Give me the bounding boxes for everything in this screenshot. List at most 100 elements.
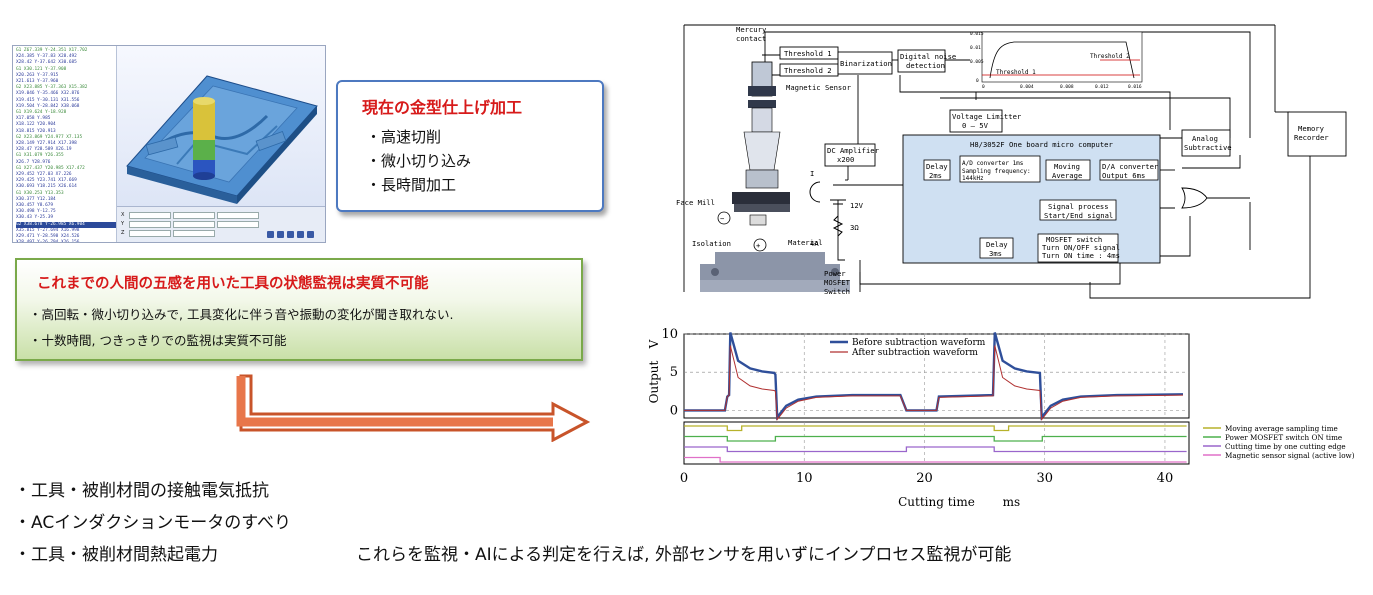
delay3-box-2: 3ms	[989, 249, 1002, 258]
isolation-label: Isolation	[692, 239, 731, 248]
panel-field[interactable]	[129, 230, 171, 237]
x-axis-unit: ms	[1003, 495, 1021, 509]
microcomputer-title: H8/3052F One board micro computer	[970, 140, 1113, 149]
signal-process-box-2: Start/End signal	[1044, 211, 1113, 220]
svg-text:+: +	[756, 241, 761, 250]
ad-converter-box-1: A/D converter 1ms	[962, 160, 1024, 167]
mosfet-switch-box-2: Turn ON/OFF signal	[1042, 243, 1120, 252]
inset-xtick-0: 0	[982, 84, 985, 90]
play-button[interactable]	[267, 231, 274, 238]
digital-signal-line	[684, 435, 1187, 442]
da-converter-box-1: D/A converter	[1102, 162, 1159, 171]
end-button[interactable]	[307, 231, 314, 238]
cam-3d-view	[117, 46, 325, 206]
x-axis-label: Cutting time	[898, 495, 975, 509]
flow-arrow	[236, 374, 591, 442]
method-motor-slip: ・ACインダクションモータのすべり	[14, 513, 292, 533]
inset-xtick-3: 0.012	[1095, 84, 1109, 90]
gcode-line: X30.43 Y-25.39	[16, 215, 54, 221]
y-tick-label: 10	[661, 327, 678, 342]
power-mosfet-label-2: MOSFET	[824, 278, 851, 287]
magnetic-sensor-label: Magnetic Sensor	[786, 83, 852, 92]
panel-field[interactable]	[129, 212, 171, 219]
gcode-line: X29.452 Y27.03 X7.226	[16, 172, 72, 178]
ad-converter-box-2: Sampling frequency:	[962, 168, 1031, 175]
gcode-line: X19.415 Y-30.131 X31.556	[16, 97, 80, 103]
gcode-line: G1 Z67.339 Y-24.351 X17.702	[16, 48, 88, 53]
gcode-line: X18.122 Y20.904	[16, 122, 56, 128]
current-item-long-time: ・長時間加工	[366, 176, 457, 194]
delay3-box-1: Delay	[986, 240, 1008, 249]
face-mill-label: Face Mill	[676, 198, 715, 207]
mosfet-switch-box-3: Turn ON time : 4ms	[1042, 251, 1120, 260]
circuit-diagram: + − Mercury contact Magnetic Sensor Face…	[676, 24, 1347, 299]
mercury-contact-label-2: contact	[736, 34, 766, 43]
legend-label: Before subtraction waveform	[852, 338, 986, 348]
gcode-line: X26.7 Y28.976	[16, 159, 51, 165]
x-tick-label: 40	[1157, 471, 1174, 486]
panel-axis-y: Y	[121, 221, 125, 227]
gcode-line: X30.693 Y18.215 X26.614	[16, 184, 77, 190]
digital-legend-label: Moving average sampling time	[1225, 424, 1338, 433]
gcode-line: G2 X23.885 Y-37.363 X15.382	[16, 85, 88, 91]
x-tick-label: 20	[916, 471, 933, 486]
gcode-line: X28.497 Y-26.794 X26.156	[16, 240, 116, 242]
digital-signal-line	[684, 446, 1187, 453]
current-item-small-depth: ・微小切り込み	[366, 152, 472, 170]
mercury-contact-label-1: Mercury	[736, 25, 767, 34]
battery-resistor-symbols	[809, 181, 846, 237]
current-i-label: I	[810, 169, 814, 178]
panel-axis-z: Z	[121, 230, 125, 236]
problem-box: これまでの人間の五感を用いた工具の状態監視は実質不可能 ・高回転・微小切り込みで…	[15, 258, 583, 361]
digital-signal-line	[684, 456, 1187, 463]
gcode-line: G1 X19.624 Y-18.928	[16, 110, 67, 116]
current-4a-label: 4A	[810, 239, 819, 248]
power-mosfet-label-1: Power	[824, 269, 846, 278]
panel-field[interactable]	[217, 221, 259, 228]
gcode-line: X17.058 Y.985	[16, 116, 51, 122]
inset-ytick-0: 0.015	[970, 31, 984, 37]
gcode-line: X29.425 Y23.741 X17.669	[16, 178, 77, 184]
current-item-high-speed: ・高速切削	[366, 128, 442, 146]
gcode-line: X19.504 Y-28.842 X38.068	[16, 103, 80, 109]
analog-subtractive-box-2: Subtractive	[1184, 143, 1232, 152]
gcode-line: X21.613 Y-37.960	[16, 79, 59, 85]
svg-text:−: −	[720, 214, 725, 223]
panel-field[interactable]	[173, 212, 215, 219]
mosfet-switch-box-1: MOSFET switch	[1046, 235, 1102, 244]
gcode-line: G1 X31.079 Y26.355	[16, 153, 64, 159]
step-button[interactable]	[287, 231, 294, 238]
power-mosfet-label-3: Switch	[824, 287, 850, 296]
voltage-limiter-box-2: 0 – 5V	[962, 121, 989, 130]
panel-field[interactable]	[173, 230, 215, 237]
stop-button[interactable]	[297, 231, 304, 238]
resistor-3ohm-label: 3Ω	[850, 223, 859, 232]
pause-button[interactable]	[277, 231, 284, 238]
gcode-line: X28.47 Y28.589 X26.19	[16, 147, 72, 153]
gcode-line: G2 X38.678 Y-26.985 X6.904	[16, 221, 116, 228]
digital-legend-label: Power MOSFET switch ON time	[1225, 433, 1342, 442]
panel-field[interactable]	[173, 221, 215, 228]
analog-subtractive-box-1: Analog	[1192, 134, 1218, 143]
digital-legend-label: Cutting time by one cutting edge	[1225, 442, 1346, 451]
panel-field[interactable]	[217, 212, 259, 219]
threshold1-box: Threshold 1	[784, 49, 832, 58]
moving-average-box-1: Moving	[1054, 162, 1080, 171]
inset-threshold2: Threshold 2	[1090, 53, 1130, 60]
voltage-limiter-box-1: Voltage Limitter	[952, 112, 1022, 121]
cam-control-panel[interactable]: X Y Z	[117, 206, 325, 242]
gcode-line: G2 X23.869 Y24.977 X7.135	[16, 134, 83, 140]
binarization-box: Binarization	[840, 59, 892, 68]
current-machining-title: 現在の金型仕上げ加工	[362, 98, 523, 117]
lower-plot-frame	[683, 421, 1190, 465]
panel-field[interactable]	[129, 221, 171, 228]
y-tick-label: 5	[670, 365, 678, 380]
legend-label: After subtraction waveform	[851, 348, 978, 358]
gcode-line: X28.149 Y27.914 X17.398	[16, 141, 77, 147]
gcode-line: G1 X27.437 Y20.985 X17.472	[16, 165, 85, 171]
digital-signal-line	[684, 425, 1187, 432]
y-tick-label: 0	[670, 403, 678, 418]
or-gate-symbol	[1181, 187, 1208, 209]
